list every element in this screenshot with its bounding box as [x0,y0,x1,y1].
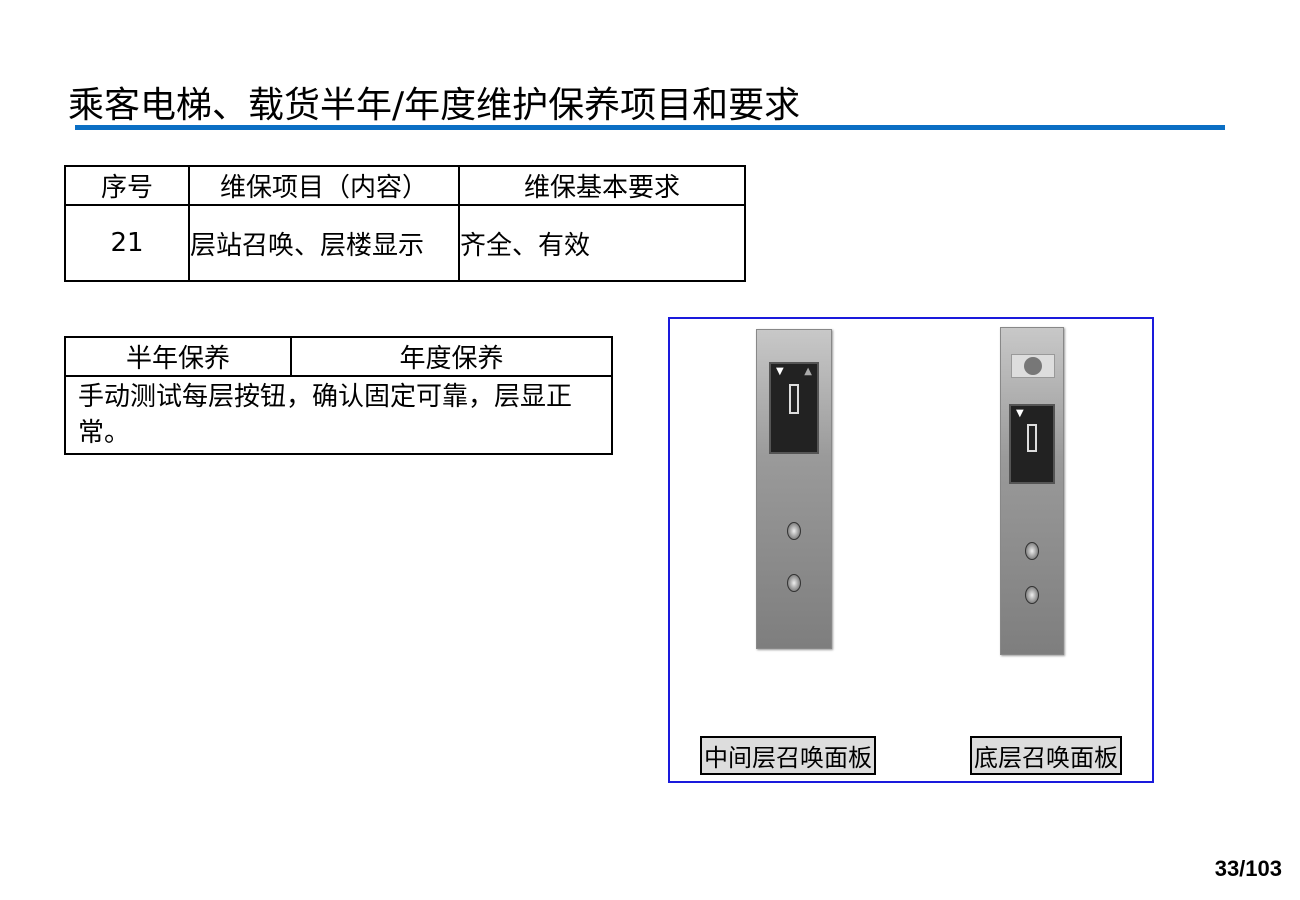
call-button-icon [787,522,801,540]
up-arrow-icon: ▲ [804,366,812,377]
title-underline [75,125,1225,130]
table-row: 手动测试每层按钮，确认固定可靠，层显正常。 [64,375,613,455]
key-switch-icon [1011,354,1055,378]
down-arrow-icon: ▼ [1016,408,1024,419]
digit-icon [1027,424,1037,452]
header-cell: 半年保养 [64,336,292,377]
slide-title: 乘客电梯、载货半年/年度维护保养项目和要求 [68,85,801,126]
caption-middle-floor: 中间层召唤面板 [700,736,876,775]
middle-floor-call-panel-image: ▼ ▲ [756,329,832,649]
call-button-icon [1025,586,1039,604]
table-header-row: 半年保养 年度保养 [64,336,613,377]
maintenance-item-table: 序号 维保项目（内容） 维保基本要求 21 层站召唤、层楼显示 齐全、有效 [64,165,746,282]
table-header-row: 序号 维保项目（内容） 维保基本要求 [64,165,746,206]
header-cell: 序号 [64,165,190,206]
cell-content: 手动测试每层按钮，确认固定可靠，层显正常。 [64,375,613,455]
cell-item: 层站召唤、层楼显示 [188,204,460,282]
cell-requirement: 齐全、有效 [458,204,746,282]
header-cell: 维保项目（内容） [188,165,460,206]
header-cell: 年度保养 [290,336,613,377]
table-row: 21 层站召唤、层楼显示 齐全、有效 [64,204,746,282]
header-cell: 维保基本要求 [458,165,746,206]
maintenance-schedule-table: 半年保养 年度保养 手动测试每层按钮，确认固定可靠，层显正常。 [64,336,613,455]
page-number: 33/103 [1214,856,1282,881]
call-button-icon [787,574,801,592]
caption-bottom-floor: 底层召唤面板 [970,736,1122,775]
digit-icon [789,384,799,414]
cell-number: 21 [64,204,190,282]
down-arrow-icon: ▼ [776,366,784,377]
call-button-icon [1025,542,1039,560]
bottom-floor-call-panel-image: ▼ [1000,327,1064,655]
floor-display: ▼ ▲ [769,362,819,454]
call-panel-figure: ▼ ▲ ▼ 中间层召唤面板 底层召唤面板 [668,317,1154,783]
floor-display: ▼ [1009,404,1055,484]
